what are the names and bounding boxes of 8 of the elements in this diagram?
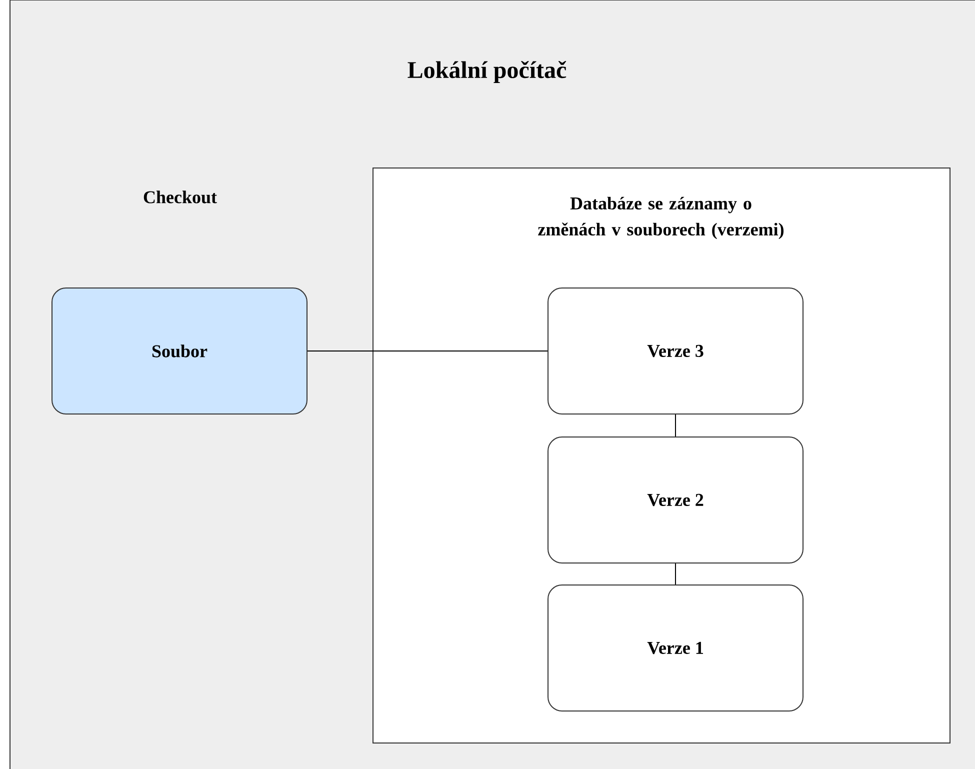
process-box: Soubor bbox=[52, 288, 308, 414]
connector-line bbox=[675, 414, 676, 437]
connector-line bbox=[675, 563, 676, 585]
process-box: Verze 3 bbox=[548, 288, 804, 414]
connector-line bbox=[307, 350, 548, 352]
process-box: Verze 2 bbox=[548, 436, 804, 564]
heading-text: Checkout bbox=[144, 190, 217, 204]
process-box: Verze 1 bbox=[548, 584, 804, 712]
